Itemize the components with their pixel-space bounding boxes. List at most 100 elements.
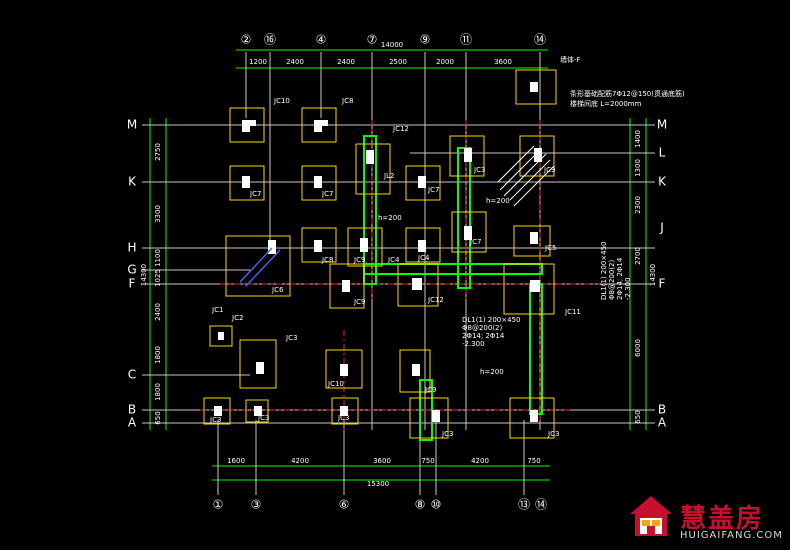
footing: [451, 211, 487, 253]
axis-bubble-4: ④: [316, 33, 327, 47]
notes: 条形基础配筋7Φ12@150(贯通底筋) 楼梯间底 L=2000mm DL1(1…: [378, 55, 685, 376]
footing: [519, 135, 555, 177]
dim-bottom: 3600: [373, 457, 391, 465]
footing-label: JC12: [427, 296, 444, 304]
note-stair-2: 楼梯间底 L=2000mm: [570, 99, 642, 108]
footing: [245, 399, 269, 423]
footing-label: JC3: [473, 166, 485, 174]
footing-label: JC11: [564, 308, 581, 316]
axis-bubble-6: ⑥: [339, 498, 350, 512]
axis-bubble-K-left: K: [128, 175, 137, 189]
axis-bubble-M-left: M: [127, 118, 137, 132]
footing: [509, 397, 555, 439]
dim-right: 1300: [634, 159, 642, 177]
footing-label: JC1: [211, 306, 223, 314]
footing: [399, 349, 431, 393]
footing-label: JC9: [353, 256, 365, 264]
footing: [515, 69, 557, 105]
dim-bottom-total: 15300: [367, 480, 389, 488]
footing: [239, 339, 277, 389]
dims-top: 14000 1200 2400 2400 2500 2000 3600: [249, 41, 512, 66]
dim-left: 1100: [154, 249, 162, 267]
footing-label: JC9: [424, 386, 436, 394]
footing-label: JC3: [285, 334, 297, 342]
footing: [203, 397, 231, 425]
note-dl1d: -2.300: [462, 340, 485, 348]
dims-bottom: 1600 4200 3600 750 4200 750 15300: [227, 457, 541, 488]
dim-right: 1400: [634, 130, 642, 148]
footing-label: JC5: [544, 244, 556, 252]
footing: [329, 263, 365, 309]
dim-right: 650: [634, 410, 642, 423]
axis-bubble-C-left: C: [128, 368, 136, 382]
dim-bottom: 1600: [227, 457, 245, 465]
dim-left: 1800: [154, 346, 162, 364]
house-icon: [630, 496, 672, 536]
columns: [214, 82, 542, 422]
brand-url: HUIGAIFANG.COM: [680, 530, 783, 541]
footing-labels: JC10 JC8 JC12 JC7 JC7 JC7 JC3 JC9 JC4 JC…: [209, 97, 581, 438]
footing-label: JC8: [341, 97, 353, 105]
dimension-lines: [149, 49, 647, 481]
brand-logo[interactable]: 慧盖房 HUIGAIFANG.COM: [626, 492, 786, 548]
axis-bubble-M-right: M: [657, 118, 667, 132]
dim-bottom: 750: [421, 457, 434, 465]
axis-bubbles-right: M L K J F B A: [657, 118, 667, 430]
dim-right: 6000: [634, 339, 642, 357]
note-stair: 条形基础配筋7Φ12@150(贯通底筋): [570, 89, 685, 98]
dim-right-total: 14300: [649, 264, 657, 286]
dims-left: 2750 3300 1100 1025 2400 1800 1800 650 1…: [140, 143, 162, 425]
note-jl: JL2: [383, 172, 394, 180]
dim-left: 1025: [154, 269, 162, 287]
note-dl2b: Φ8@200(2): [608, 259, 616, 300]
dim-top: 2000: [436, 58, 454, 66]
axis-bubble-H-left: H: [127, 241, 136, 255]
footing-label: JC3: [547, 430, 559, 438]
footing: [229, 107, 265, 143]
footing-label: JC2: [231, 314, 243, 322]
axis-bubbles-bottom: ① ③ ⑥ ⑧ ⑩ ⑬ ⑭: [213, 498, 547, 512]
dim-bottom: 750: [527, 457, 540, 465]
footing-label: JC3: [257, 414, 269, 422]
dim-right: 2300: [634, 196, 642, 214]
dim-top: 2400: [337, 58, 355, 66]
footing-label: JC3: [441, 430, 453, 438]
footing: [513, 225, 551, 257]
footing-label: JC6: [271, 286, 284, 294]
note-dl2c: 2Φ14; 2Φ14: [616, 257, 624, 300]
axis-bubble-L-right: L: [659, 146, 666, 160]
footing-label: JC10: [327, 380, 344, 388]
axis-bubble-10: ⑩: [431, 498, 442, 512]
axis-bubble-B-right: B: [658, 403, 666, 417]
footing: [331, 397, 359, 425]
footing-label: JC4: [387, 256, 400, 264]
note-h200b: h=200: [486, 197, 510, 205]
footing: [405, 165, 441, 201]
jc6-hatch: [239, 247, 281, 287]
axis-bubble-13: ⑬: [518, 498, 530, 512]
dim-left: 2750: [154, 143, 162, 161]
footing-label: JC4: [417, 254, 430, 262]
axis-bubble-A-right: A: [658, 416, 667, 430]
axis-bubble-7: ⑦: [367, 33, 378, 47]
axis-bubble-F-left: F: [129, 277, 136, 291]
note-h200: h=200: [480, 368, 504, 376]
note-dl2d: -2.300: [624, 277, 632, 300]
pad-footings: [203, 69, 557, 439]
footing: [301, 107, 337, 143]
footing: [355, 143, 391, 195]
footing-label: JC8: [321, 256, 333, 264]
dim-left-total: 14300: [140, 264, 148, 286]
footing-label: JC7: [469, 238, 481, 246]
footing-label: JC9: [353, 298, 365, 306]
axis-bubble-F-right: F: [659, 277, 666, 291]
dim-left: 2400: [154, 303, 162, 321]
dim-top: 1200: [249, 58, 267, 66]
footing: [405, 227, 441, 263]
axis-bubble-K-right: K: [658, 175, 667, 189]
note-h200c: h=200: [378, 214, 402, 222]
axis-bubble-J-right: J: [659, 221, 664, 235]
dims-right: 1400 1300 2300 2700 6000 650 14300: [634, 130, 657, 424]
